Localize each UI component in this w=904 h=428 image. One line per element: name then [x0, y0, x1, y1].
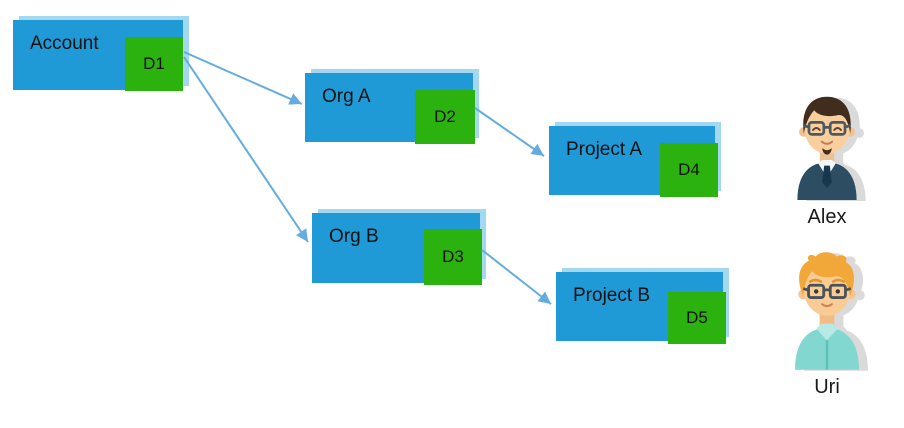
node-project-a-label: Project A	[566, 139, 643, 160]
edge-d1-to-org-a	[183, 51, 303, 105]
node-org-b-label: Org B	[329, 226, 379, 247]
edge-d2-to-project-a	[474, 107, 545, 157]
user-alex-name: Alex	[807, 206, 847, 228]
edge-d1-to-org-b	[183, 56, 309, 243]
user-uri: Uri	[784, 250, 870, 399]
edge-d3-to-project-b	[481, 249, 552, 305]
badge-d5: D5	[668, 292, 726, 344]
node-project-b-label: Project B	[573, 285, 651, 306]
node-org-a-label: Org A	[322, 86, 371, 107]
badge-d3: D3	[424, 229, 482, 285]
user-alex: Alex	[784, 88, 870, 229]
badge-d4: D4	[660, 143, 718, 197]
alex-avatar	[797, 96, 857, 200]
badge-d1: D1	[125, 37, 183, 91]
badge-d2: D2	[415, 90, 475, 144]
user-uri-name: Uri	[814, 375, 840, 398]
uri-avatar	[795, 252, 859, 370]
node-account-label: Account	[30, 33, 99, 54]
